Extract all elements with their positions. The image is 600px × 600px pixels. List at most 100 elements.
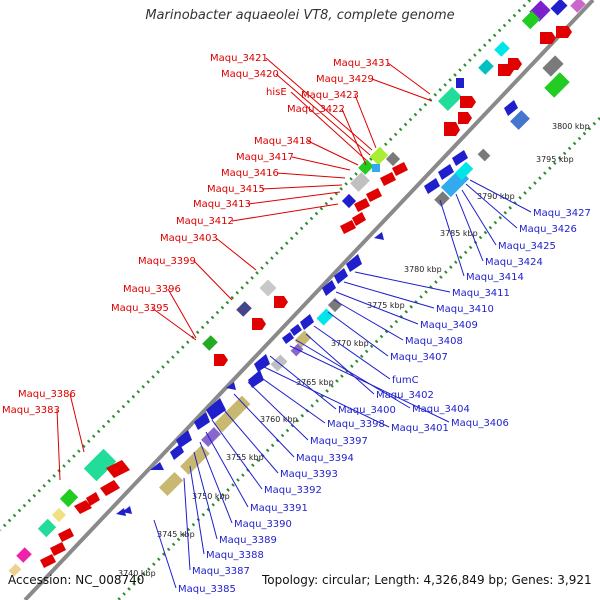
gene-feature[interactable]: [341, 193, 357, 209]
gene-arrow[interactable]: [460, 96, 476, 108]
gene-arrow[interactable]: [458, 112, 472, 124]
gene-arrow[interactable]: [58, 528, 74, 542]
gene-feature[interactable]: [83, 448, 117, 482]
gene-label-forward[interactable]: Maqu_3418: [254, 136, 312, 147]
gene-feature[interactable]: [369, 146, 389, 166]
gene-label-reverse[interactable]: Maqu_3407: [390, 352, 448, 363]
gene-feature[interactable]: [494, 41, 510, 57]
gene-label-reverse[interactable]: Maqu_3426: [519, 224, 577, 235]
gene-label-reverse[interactable]: Maqu_3390: [234, 519, 292, 530]
gene-feature[interactable]: [478, 59, 494, 75]
gene-arrow[interactable]: [122, 506, 132, 514]
gene-feature[interactable]: [37, 518, 57, 538]
gene-label-reverse[interactable]: Maqu_3424: [485, 257, 543, 268]
gene-arrow[interactable]: [290, 324, 302, 336]
gene-arrow[interactable]: [444, 122, 460, 136]
gene-feature[interactable]: [544, 72, 570, 98]
gene-arrow[interactable]: [438, 164, 454, 180]
gene-feature[interactable]: [510, 110, 530, 130]
gene-feature[interactable]: [180, 445, 210, 475]
gene-label-forward[interactable]: Maqu_3416: [221, 168, 279, 179]
gene-feature[interactable]: [454, 161, 474, 181]
gene-arrow[interactable]: [374, 232, 384, 240]
gene-feature[interactable]: [570, 0, 586, 13]
gene-label-reverse[interactable]: Maqu_3389: [219, 535, 277, 546]
gene-feature[interactable]: [59, 488, 79, 508]
gene-label-forward[interactable]: Maqu_3415: [207, 184, 265, 195]
gene-label-forward[interactable]: Maqu_3413: [193, 199, 251, 210]
gene-feature[interactable]: [290, 343, 304, 357]
gene-feature[interactable]: [437, 86, 463, 112]
gene-feature[interactable]: [158, 471, 184, 497]
gene-arrow[interactable]: [86, 492, 100, 506]
gene-arrow[interactable]: [116, 508, 126, 516]
gene-arrow[interactable]: [248, 370, 264, 388]
gene-label-forward[interactable]: Maqu_3429: [316, 74, 374, 85]
gene-label-forward[interactable]: Maqu_3431: [333, 58, 391, 69]
gene-feature[interactable]: [327, 297, 343, 313]
gene-arrow[interactable]: [50, 542, 66, 556]
gene-arrow[interactable]: [504, 100, 518, 116]
gene-feature[interactable]: [477, 148, 491, 162]
gene-label-forward[interactable]: Maqu_3399: [138, 256, 196, 267]
gene-label-reverse[interactable]: Maqu_3410: [436, 304, 494, 315]
gene-feature[interactable]: [550, 0, 568, 16]
gene-label-reverse[interactable]: Maqu_3408: [405, 336, 463, 347]
gene-feature[interactable]: [202, 335, 218, 351]
gene-label-reverse[interactable]: Maqu_3397: [310, 436, 368, 447]
gene-feature[interactable]: [259, 279, 277, 297]
gene-arrow[interactable]: [334, 268, 348, 284]
gene-arrow[interactable]: [346, 254, 362, 272]
gene-label-reverse[interactable]: Maqu_3404: [412, 404, 470, 415]
gene-arrow[interactable]: [254, 354, 270, 372]
gene-arrow[interactable]: [282, 332, 294, 344]
gene-label-reverse[interactable]: Maqu_3391: [250, 503, 308, 514]
gene-arrow[interactable]: [540, 32, 556, 44]
gene-arrow[interactable]: [340, 220, 356, 234]
gene-arrow[interactable]: [40, 554, 56, 568]
gene-arrow[interactable]: [106, 460, 130, 478]
gene-label-forward[interactable]: Maqu_3417: [236, 152, 294, 163]
gene-label-reverse[interactable]: Maqu_3387: [192, 566, 250, 577]
gene-label-forward[interactable]: Maqu_3412: [176, 216, 234, 227]
gene-label-forward[interactable]: Maqu_3383: [2, 405, 60, 416]
gene-label-reverse[interactable]: Maqu_3400: [338, 405, 396, 416]
gene-arrow[interactable]: [380, 172, 396, 186]
gene-label-reverse[interactable]: Maqu_3427: [533, 208, 591, 219]
gene-feature[interactable]: [456, 78, 464, 88]
gene-arrow[interactable]: [252, 318, 266, 330]
gene-feature[interactable]: [385, 151, 401, 167]
gene-label-forward[interactable]: Maqu_3396: [123, 284, 181, 295]
gene-arrow[interactable]: [452, 150, 468, 166]
gene-feature[interactable]: [16, 547, 32, 563]
gene-label-reverse[interactable]: fumC: [392, 375, 419, 386]
gene-label-reverse[interactable]: Maqu_3414: [466, 272, 524, 283]
gene-label-reverse[interactable]: Maqu_3392: [264, 485, 322, 496]
gene-arrow[interactable]: [170, 444, 184, 460]
gene-feature[interactable]: [316, 308, 334, 326]
gene-feature[interactable]: [542, 55, 564, 77]
gene-feature[interactable]: [201, 427, 221, 447]
gene-label-reverse[interactable]: Maqu_3402: [376, 390, 434, 401]
gene-label-reverse[interactable]: Maqu_3393: [280, 469, 338, 480]
gene-label-reverse[interactable]: Maqu_3385: [178, 584, 236, 595]
gene-arrow[interactable]: [322, 280, 336, 296]
gene-arrow[interactable]: [508, 58, 522, 70]
gene-arrow[interactable]: [206, 398, 226, 420]
gene-arrow[interactable]: [150, 462, 164, 470]
gene-arrow[interactable]: [226, 382, 236, 390]
gene-arrow[interactable]: [556, 26, 572, 38]
gene-label-forward[interactable]: Maqu_3422: [287, 104, 345, 115]
gene-feature[interactable]: [51, 507, 67, 523]
gene-label-reverse[interactable]: Maqu_3411: [452, 288, 510, 299]
gene-label-reverse[interactable]: Maqu_3409: [420, 320, 478, 331]
gene-label-reverse[interactable]: Maqu_3425: [498, 241, 556, 252]
gene-label-forward[interactable]: Maqu_3403: [160, 233, 218, 244]
gene-arrow[interactable]: [74, 500, 92, 514]
gene-label-forward[interactable]: Maqu_3421: [210, 53, 268, 64]
gene-feature[interactable]: [350, 172, 370, 192]
gene-feature[interactable]: [358, 159, 374, 175]
gene-arrow[interactable]: [274, 296, 288, 308]
gene-label-reverse[interactable]: Maqu_3398: [327, 419, 385, 430]
gene-label-forward[interactable]: Maqu_3395: [111, 303, 169, 314]
